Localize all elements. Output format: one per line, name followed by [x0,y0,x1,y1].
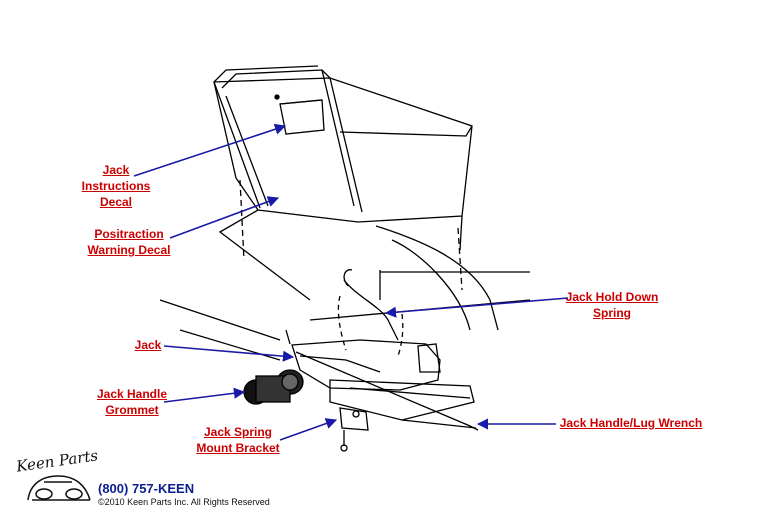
label-line: Mount Bracket [196,441,280,455]
label-line: Decal [99,195,133,209]
grommet-drawing [243,369,304,405]
label-line: Jack Handle [96,387,168,401]
label-line: Warning Decal [87,243,171,257]
label-line: Spring [593,306,631,320]
phone-number[interactable]: (800) 757-KEEN [98,481,195,496]
label-line: Jack Hold Down [565,290,659,304]
label-line: Grommet [105,403,159,417]
label-line: Jack Spring [203,425,273,439]
keen-parts-logo-car [27,475,91,501]
label-line: Jack [102,163,130,177]
leader-arrows [133,123,569,441]
label-jack-hold-down-spring[interactable]: Jack Hold Down Spring [562,289,662,321]
label-line: Jack [134,338,162,352]
label-jack[interactable]: Jack [130,337,166,353]
label-jack-handle-grommet[interactable]: Jack Handle Grommet [94,386,170,418]
label-line: Instructions [81,179,151,193]
label-positraction-warning-decal[interactable]: Positraction Warning Decal [86,226,172,258]
label-jack-handle-lug-wrench[interactable]: Jack Handle/Lug Wrench [558,415,704,431]
copyright-text: ©2010 Keen Parts Inc. All Rights Reserve… [98,497,270,507]
storage-tub-drawing [159,65,531,361]
label-line: Jack Handle/Lug Wrench [559,416,703,430]
label-jack-instructions-decal[interactable]: Jack Instructions Decal [80,162,152,210]
label-line: Positraction [94,227,164,241]
label-jack-spring-mount-bracket[interactable]: Jack Spring Mount Bracket [194,424,282,456]
jack-drawing [285,269,479,452]
